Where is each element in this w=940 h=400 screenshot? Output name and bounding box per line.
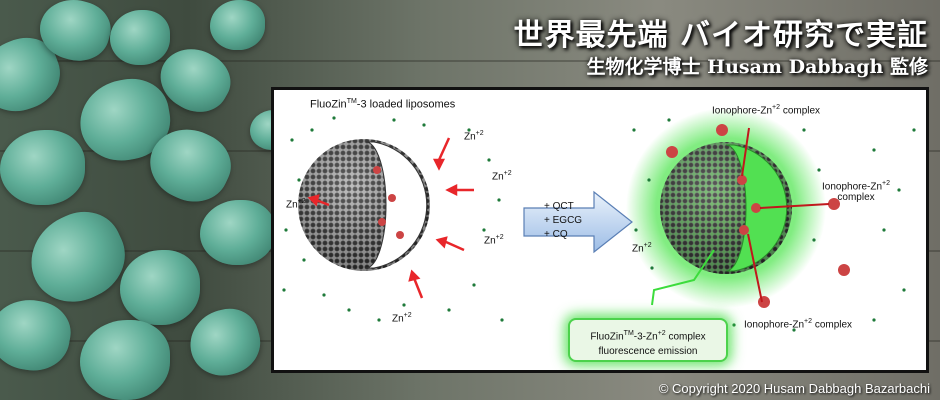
ionophore-label-bottom: Ionophore-Zn+2 complex [744,318,853,331]
ionophore-zn-complex [838,264,850,276]
zn-label: Zn+2 [492,170,512,183]
fluorophore-molecule [396,231,404,239]
ionophore-label-top: Ionophore-Zn+2 complex [712,104,821,117]
copyright-notice: © Copyright 2020 Husam Dabbagh Bazarbach… [658,381,930,396]
emission-line-2: fluorescence emission [598,346,698,358]
liposome-left [298,139,430,271]
fluorophore-molecule [388,194,396,202]
scientific-figure-panel: FluoZinTM-3 loaded liposomes Zn+2 Zn+2 Z… [271,87,929,373]
ionophore-zn-complex [751,203,761,213]
banner-subline: 生物化学博士 Husam Dabbagh 監修 [586,56,929,78]
treatment-item: + QCT [544,201,574,212]
plant-leaf [200,200,275,265]
fluorescence-emission-box: FluoZinTM-3-Zn+2 complex fluorescence em… [568,318,728,362]
plant-leaf [210,0,265,50]
ionophore-zn-complex [758,296,770,308]
treatment-arrow [523,190,633,254]
zn-label: Zn+2 [632,242,652,255]
ionophore-zn-complex [666,146,678,158]
ionophore-zn-complex [737,175,747,185]
emission-pointer [651,249,715,306]
fluorophore-molecule [373,166,381,174]
left-figure-title: FluoZinTM-3 loaded liposomes [310,98,456,111]
plant-leaf [0,293,76,377]
plant-leaf [16,198,139,317]
complex-pointer-lines [741,127,830,303]
emission-line-1: FluoZinTM-3-Zn+2 complex [590,330,706,343]
plant-leaf [120,250,200,325]
wood-plank-line [0,60,940,62]
ionophore-zn-complex [739,225,749,235]
ionophore-zn-complex [716,124,728,136]
figure-graphics [282,108,916,332]
zn-label: Zn+2 [286,198,306,211]
fluorophore-molecule [378,218,386,226]
zn-label: Zn+2 [484,234,504,247]
zn-label: Zn+2 [392,312,412,325]
plant-leaf [80,320,170,400]
plant-leaf [0,130,85,205]
liposome-right [660,142,792,274]
zinc-ion-dots [282,116,916,332]
ionophore-zn-complex [828,198,840,210]
plant-leaf [110,10,170,65]
treatment-item: + CQ [544,229,568,240]
plant-leaf [182,302,268,383]
zn-influx-arrows [307,137,474,299]
zn-label: Zn+2 [464,130,484,143]
banner-headline: 世界最先端 バイオ研究で実証 [513,18,928,53]
treatment-list: + QCT + EGCG + CQ [544,200,582,242]
treatment-item: + EGCG [544,215,583,226]
